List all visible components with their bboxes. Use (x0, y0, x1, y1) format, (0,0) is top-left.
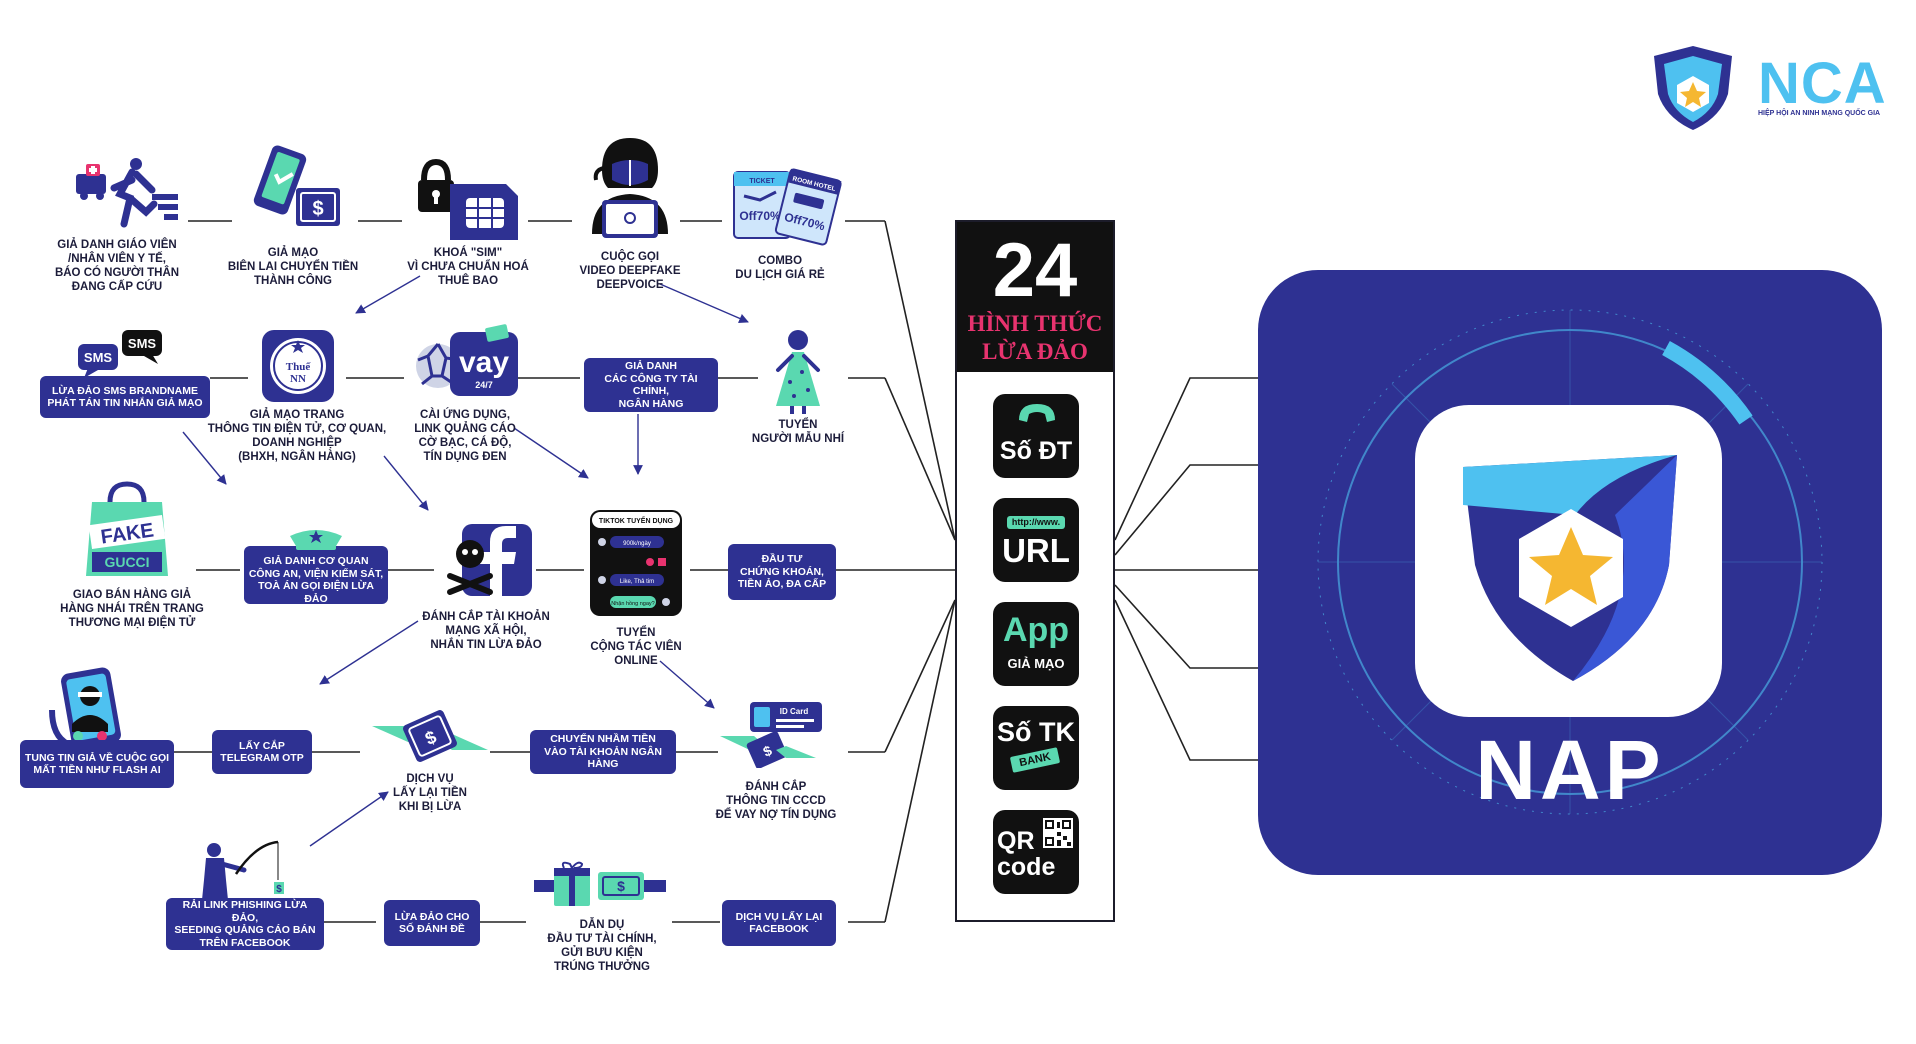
nca-shield-logo-icon (1648, 42, 1738, 132)
scam-box-wrong-transfer: CHUYỂN NHẦM TIỀN VÀO TÀI KHOẢN NGÂN HÀNG (530, 730, 676, 774)
money-hands-icon: $ (368, 708, 492, 768)
ambulance-fall-icon (72, 150, 182, 235)
scam-label-money-recovery: DỊCH VỤ LẤY LẠI TIỀN KHI BỊ LỪA (393, 773, 467, 813)
svg-text:TICKET: TICKET (749, 178, 775, 185)
scam-box-sms-brandname: LỪA ĐẢO SMS BRANDNAME PHÁT TÁN TIN NHẮN … (40, 376, 210, 418)
vay-app-icon: vay 24/7 (414, 324, 524, 404)
phone-icon (1015, 400, 1059, 432)
nap-icon-card (1415, 405, 1722, 717)
channel-qr-label: QR code (997, 827, 1056, 881)
svg-text:Like, Thả tim: Like, Thả tim (620, 579, 654, 585)
scam-label-fake-teacher: GIẢ DANH GIÁO VIÊN /NHÂN VIÊN Y TẾ, BÁO … (54, 239, 180, 293)
svg-text:vay: vay (459, 346, 509, 379)
svg-text:$: $ (312, 198, 323, 220)
police-hat-icon (286, 524, 346, 554)
svg-text:TIKTOK TUYỂN DỤNG: TIKTOK TUYỂN DỤNG (599, 516, 674, 525)
nca-logo-text: NCA (1758, 51, 1887, 116)
scam-count: 24 (992, 228, 1078, 313)
fishing-man-icon: $ (196, 840, 296, 902)
svg-text:NN: NN (290, 373, 306, 385)
child-model-icon (766, 326, 830, 416)
tiktok-phone-icon: TIKTOK TUYỂN DỤNG 900k/ngày Like, Thả ti… (588, 508, 684, 618)
scam-box-fake-police: GIẢ DANH CƠ QUAN CÔNG AN, VIỆN KIỂM SÁT,… (244, 546, 388, 605)
scam-label-id-theft: ĐÁNH CẮP THÔNG TIN CCCD ĐỂ VAY NỢ TÍN DỤ… (715, 781, 837, 821)
scam-channels-column: 24 HÌNH THỨC LỪA ĐẢO Số ĐT http://www. U… (955, 220, 1115, 922)
id-card-icon: ID Card $ (718, 698, 828, 768)
scam-label-child-model: TUYỂN NGƯỜI MẪU NHÍ (751, 419, 845, 445)
scam-box-facebook-recovery: DỊCH VỤ LẤY LẠI FACEBOOK (722, 900, 836, 946)
channel-url-label: URL (1002, 532, 1070, 569)
scam-label-parcel-prize: DẪN DỤ ĐẦU TƯ TÀI CHÍNH, GỬI BƯU KIỆN TR… (547, 919, 657, 973)
nca-subtitle: HIỆP HỘI AN NINH MẠNG QUỐC GIA (1758, 110, 1881, 117)
column-header: 24 HÌNH THỨC LỪA ĐẢO (957, 222, 1113, 372)
channel-url-tag: http://www. (1007, 516, 1065, 529)
scam-label-account-theft: ĐÁNH CẮP TÀI KHOẢN MẠNG XÃ HỘI, NHẮN TIN… (422, 611, 550, 651)
scam-label-fake-receipt: GIẢ MẠO BIÊN LAI CHUYỂN TIỀN THÀNH CÔNG (227, 247, 359, 287)
nap-label: NAP (1475, 723, 1665, 817)
svg-text:Thuế: Thuế (286, 361, 312, 373)
channel-bank-account: Số TK BANK (993, 706, 1079, 790)
gift-money-icon: $ (530, 860, 670, 910)
seal-icon: Thuế NN (258, 326, 338, 406)
scam-box-lottery-numbers: LỪA ĐẢO CHO SỐ ĐÁNH ĐỀ (384, 900, 480, 946)
svg-text:SMS: SMS (84, 350, 113, 365)
facebook-skull-icon (446, 520, 536, 604)
channel-bank-label: Số TK (997, 717, 1075, 747)
scam-box-phishing-links: RẢI LINK PHISHING LỪA ĐẢO, SEEDING QUẢNG… (166, 898, 324, 950)
channel-app-label: App (1002, 611, 1070, 649)
column-title: HÌNH THỨC LỪA ĐẢO (967, 311, 1103, 364)
ticket-hotel-icon: TICKET Off70% ROOM HOTEL Off70% (730, 168, 842, 248)
svg-text:Off70%: Off70% (739, 209, 781, 223)
svg-text:$: $ (617, 878, 625, 894)
scam-label-sim-lock: KHOÁ "SIM" VÌ CHƯA CHUẨN HOÁ THUÊ BAO (407, 247, 529, 287)
nap-app-tile: NAP (1258, 270, 1882, 875)
svg-text:24/7: 24/7 (475, 380, 493, 390)
shield-star-icon (1455, 445, 1685, 685)
channel-bank-tag: BANK (1009, 747, 1061, 773)
channel-phone-number: Số ĐT (993, 394, 1079, 478)
channel-app-sub: GIẢ MẠO (1007, 656, 1065, 671)
channel-phone-label: Số ĐT (999, 437, 1073, 465)
phone-money-icon: $ (248, 144, 348, 234)
svg-text:SMS: SMS (128, 336, 157, 351)
channel-fake-app: App GIẢ MẠO (993, 602, 1079, 686)
hacker-laptop-icon (582, 130, 678, 242)
svg-text:Nhận hồng ngay?: Nhận hồng ngay? (611, 601, 654, 607)
svg-text:$: $ (276, 884, 282, 895)
sms-bubbles-icon: SMS SMS (74, 328, 174, 380)
scam-call-icon (48, 666, 128, 750)
scam-box-telegram-otp: LẤY CẮP TELEGRAM OTP (212, 730, 312, 774)
scam-label-deepfake: CUỘC GỌI VIDEO DEEPFAKE DEEPVOICE (579, 251, 681, 291)
channel-qr-code: QR code (993, 810, 1079, 894)
scam-label-online-collab: TUYỂN CỘNG TÁC VIÊN ONLINE (590, 627, 682, 667)
channel-url: http://www. URL (993, 498, 1079, 582)
svg-text:ID Card: ID Card (780, 707, 809, 716)
fake-bag-icon: FAKE GUCCI (82, 480, 172, 580)
scam-box-investment: ĐẦU TƯ CHỨNG KHOÁN, TIỀN ẢO, ĐA CẤP (728, 544, 836, 600)
scam-label-fake-portal: GIẢ MẠO TRANG THÔNG TIN ĐIỆN TỬ, CƠ QUAN… (207, 409, 387, 463)
lock-sim-icon (414, 152, 524, 242)
scam-box-fake-ai-call: TUNG TIN GIẢ VỀ CUỘC GỌI MẤT TIỀN NHƯ FL… (20, 740, 174, 788)
scam-label-travel-combo: COMBO DU LỊCH GIÁ RẺ (735, 255, 825, 281)
scam-box-fake-finance: GIẢ DANH CÁC CÔNG TY TÀI CHÍNH, NGÂN HÀN… (584, 358, 718, 412)
scam-label-counterfeit: GIAO BÁN HÀNG GIẢ HÀNG NHÁI TRÊN TRANG T… (60, 589, 204, 629)
scam-label-gambling-app: CÀI ỨNG DỤNG, LINK QUẢNG CÁO CỜ BẠC, CÁ … (414, 409, 516, 463)
svg-text:900k/ngày: 900k/ngày (623, 541, 651, 547)
svg-text:GUCCI: GUCCI (104, 554, 149, 570)
qr-code-icon (1043, 818, 1073, 848)
